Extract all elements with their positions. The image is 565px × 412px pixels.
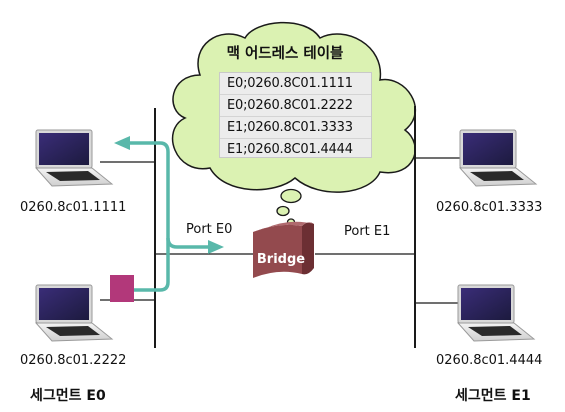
segment-e1-label: 세그먼트 E1 — [455, 388, 531, 404]
mac-address-table: E0;0260.8C01.1111 E0;0260.8C01.2222 E1;0… — [219, 72, 372, 158]
mac-table-row: E1;0260.8C01.3333 — [220, 116, 371, 138]
thought-bubble-medium — [276, 205, 290, 217]
bridge-device — [253, 221, 314, 278]
laptop-top-right-icon — [459, 129, 537, 187]
host-mac-bottom-right: 0260.8c01.4444 — [436, 353, 543, 368]
bridge-label: Bridge — [256, 252, 306, 267]
thought-bubble-large — [280, 188, 302, 204]
port-e0-label: Port E0 — [186, 222, 233, 237]
host-mac-top-left: 0260.8c01.1111 — [20, 200, 127, 215]
mac-table-row: E0;0260.8C01.2222 — [220, 94, 371, 116]
host-mac-bottom-left: 0260.8c01.2222 — [20, 353, 127, 368]
mac-table-title: 맥 어드레스 테이블 — [226, 46, 344, 62]
frame-square — [110, 275, 134, 302]
laptop-bottom-left-icon — [35, 284, 113, 342]
mac-table-row: E1;0260.8C01.4444 — [220, 138, 371, 160]
port-e1-label: Port E1 — [344, 224, 391, 239]
host-mac-top-right: 0260.8c01.3333 — [436, 200, 543, 215]
mac-table-row: E0;0260.8C01.1111 — [227, 76, 353, 91]
arrowhead-to-bridge — [208, 240, 224, 254]
segment-e0-label: 세그먼트 E0 — [30, 388, 106, 404]
frame-flow-arrow — [128, 141, 212, 292]
arrowhead-top-left — [114, 136, 130, 150]
laptop-bottom-right-icon — [457, 284, 535, 342]
laptop-top-left-icon — [35, 129, 113, 187]
